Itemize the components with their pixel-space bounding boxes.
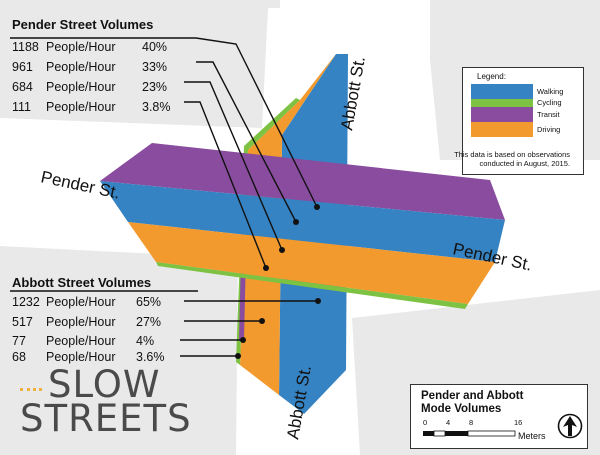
scale-tick-4: 4 (446, 418, 451, 427)
scale-tick-8: 8 (469, 418, 474, 427)
row-unit: People/Hour (46, 315, 116, 329)
row-count: 684 (12, 80, 33, 94)
map-title-line-1: Pender and Abbott (421, 390, 524, 402)
legend-label-walking: Walking (537, 87, 564, 96)
legend-swatch-walking (471, 84, 533, 99)
abbott-row-walking: 1232 People/Hour 65% (12, 295, 161, 309)
row-share: 23% (142, 80, 168, 94)
row-count: 1232 (12, 295, 40, 309)
pender-row-driving: 684 People/Hour 23% (12, 80, 167, 94)
dot-pender-cycling (263, 265, 269, 271)
note-line-1: This data is based on observations (454, 150, 570, 159)
pender-transit-band (100, 143, 505, 220)
dot-pender-walking (314, 204, 320, 210)
row-share: 3.6% (136, 350, 165, 364)
block-south-west (0, 246, 238, 455)
logo-line-1: SLOW (20, 366, 192, 403)
scale-tick-16: 16 (514, 418, 523, 427)
dot-pender-transit (293, 219, 299, 225)
pender-cycling-band (156, 262, 468, 309)
pender-driving-band (128, 222, 495, 304)
row-share: 33% (142, 60, 168, 74)
row-share: 3.8% (142, 100, 171, 114)
row-share: 40% (142, 40, 168, 54)
row-share: 27% (136, 315, 162, 329)
abbott-row-transit: 77 People/Hour 4% (12, 334, 154, 348)
note-line-2: conducted in August, 2015. (479, 159, 571, 168)
abbott-row-driving: 517 People/Hour 27% (12, 315, 161, 329)
legend-label-driving: Driving (537, 125, 561, 134)
scale-unit: Meters (518, 431, 546, 441)
row-unit: People/Hour (46, 100, 116, 114)
row-share: 65% (136, 295, 162, 309)
row-count: 517 (12, 315, 33, 329)
row-share: 4% (136, 334, 155, 348)
legend-label-cycling: Cycling (537, 98, 562, 107)
logo-dots (20, 388, 42, 394)
dot-abbott-transit (240, 337, 246, 343)
leader-pender-cycling (184, 101, 267, 269)
row-unit: People/Hour (46, 295, 116, 309)
map-title-box: Pender and Abbott Mode Volumes 0 4 8 16 … (410, 384, 588, 449)
scale-bar (423, 430, 516, 437)
row-unit: People/Hour (46, 350, 116, 364)
legend-swatch-driving (471, 122, 533, 137)
pender-volumes-title: Pender Street Volumes (12, 17, 154, 32)
legend-title: Legend: (477, 72, 506, 81)
pender-walking-band (100, 181, 505, 262)
row-count: 68 (12, 350, 26, 364)
legend: Legend: Walking Cycling Transit Driving (462, 67, 584, 175)
legend-swatch-cycling (471, 99, 533, 107)
abbott-row-cycling: 68 People/Hour 3.6% (12, 350, 165, 364)
block-top-right-corner (560, 0, 600, 10)
abbott-driving-band (240, 54, 336, 395)
row-unit: People/Hour (46, 40, 116, 54)
block-north-west (0, 0, 280, 128)
leader-pender-driving (184, 81, 283, 251)
dot-abbott-walking (315, 298, 321, 304)
leader-pender-walking (10, 37, 318, 208)
leader-dots (235, 204, 321, 359)
dot-pender-driving (279, 247, 285, 253)
legend-swatch-transit (471, 107, 533, 122)
data-source-note: This data is based on observations condu… (400, 150, 570, 168)
row-count: 77 (12, 334, 26, 348)
abbott-volumes-title: Abbott Street Volumes (12, 275, 152, 290)
leader-lines (10, 37, 318, 357)
pender-row-transit: 961 People/Hour 33% (12, 60, 167, 74)
street-label-pender-west: Pender St. (39, 167, 122, 202)
legend-label-transit: Transit (537, 110, 560, 119)
row-count: 111 (12, 100, 32, 114)
logo-word-streets: STREETS (20, 397, 192, 440)
leader-pender-transit (196, 61, 297, 223)
pender-row-cycling: 111 People/Hour 3.8% (12, 100, 171, 114)
pender-row-walking: 1188 People/Hour 40% (12, 40, 167, 54)
north-arrow-icon (557, 413, 583, 439)
row-unit: People/Hour (46, 334, 116, 348)
logo-word-slow: SLOW (48, 363, 161, 406)
scale-tick-0: 0 (423, 418, 428, 427)
dot-abbott-driving (259, 318, 265, 324)
logo-line-2: STREETS (20, 400, 192, 437)
row-count: 961 (12, 60, 33, 74)
pender-street-band (100, 143, 505, 309)
map-title-line-2: Mode Volumes (421, 403, 502, 415)
slow-streets-logo: SLOW STREETS (20, 366, 192, 437)
dot-abbott-cycling (235, 353, 241, 359)
row-count: 1188 (12, 40, 39, 54)
row-unit: People/Hour (46, 80, 116, 94)
row-unit: People/Hour (46, 60, 116, 74)
